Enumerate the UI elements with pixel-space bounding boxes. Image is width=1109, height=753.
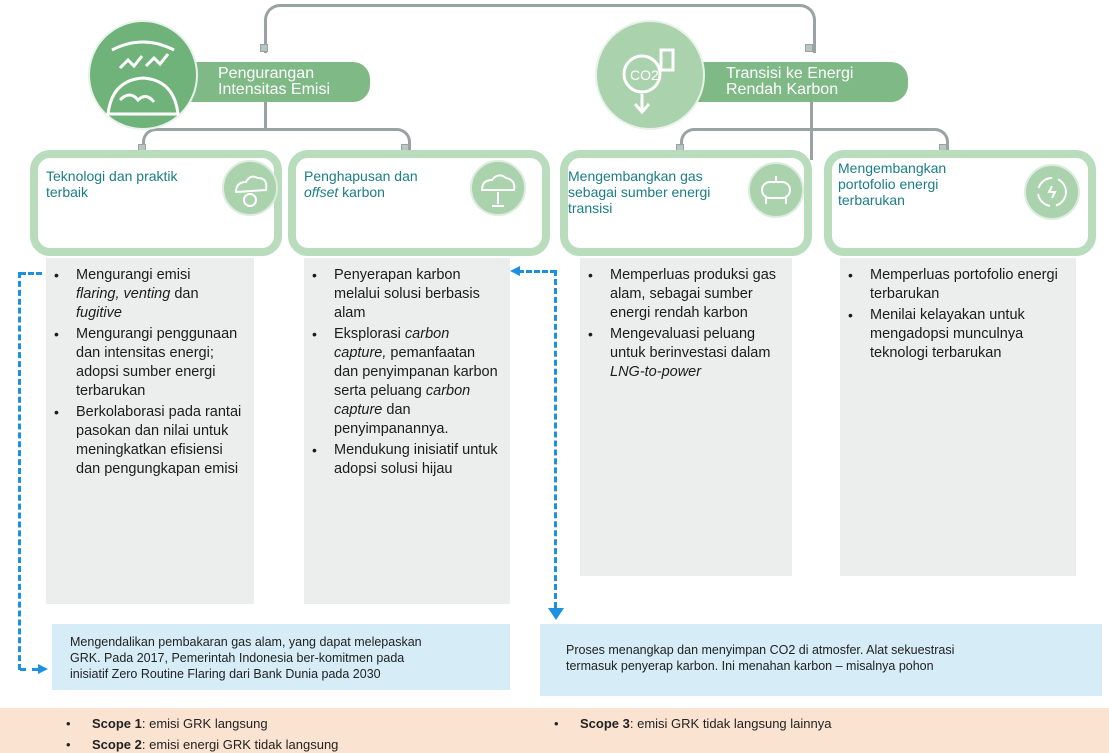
bullet-italic: carbon capture, [334, 326, 450, 361]
connector-left-branch [142, 128, 411, 155]
list-item: Memperluas produksi gas alam, sebagai su… [588, 266, 784, 323]
renewable-cycle-icon [1024, 164, 1080, 220]
arrow-down-icon [548, 608, 564, 620]
list-item: Eksplorasi carbon capture, pemanfaatan d… [312, 325, 502, 439]
card-title-line: offset karbon [304, 184, 418, 200]
header-title-line: Pengurangan [218, 65, 315, 82]
bullet-panel-2: Penyerapan karbon melalui solusi berbasi… [304, 258, 510, 604]
card-title-line: Mengembangkan gas [568, 168, 703, 184]
gas-tank-icon [748, 162, 804, 218]
scope-label: Scope 3 [580, 716, 630, 731]
connector-right-branch [680, 128, 949, 155]
bullet-glyph: • [66, 716, 71, 731]
bullet-glyph: • [554, 716, 559, 731]
card-title-line: Teknologi dan praktik [46, 168, 178, 184]
bullet-text: pemanfaatan dan penyimpanan karbon serta… [334, 345, 498, 399]
scope-label: Scope 2 [92, 737, 142, 752]
note-line: termasuk penyerap karbon. Ini menahan ka… [566, 659, 934, 673]
tree-cloud-icon [470, 160, 526, 216]
co2-cloud-icon [222, 160, 278, 216]
connector-dot [805, 44, 813, 52]
scope-3-item: • Scope 3: emisi GRK tidak langsung lainn… [554, 716, 832, 732]
list-item: Berkolaborasi pada rantai pasokan dan ni… [54, 403, 246, 479]
bullet-italic: flaring, venting [76, 286, 171, 302]
bullet-italic: carbon capture [334, 383, 471, 418]
card-title-rest: karbon [338, 184, 385, 200]
dashed-connector [18, 272, 21, 670]
note-line: inisiatif Zero Routine Flaring dari Bank… [70, 667, 381, 681]
card-title-line: Mengembangkan [838, 160, 947, 176]
emission-intensity-icon [88, 20, 198, 130]
scope-label: Scope 1 [92, 716, 142, 731]
card-title-line: sebagai sumber energi [568, 184, 711, 200]
scope-text: : emisi GRK langsung [141, 716, 268, 731]
card-title-italic: offset [304, 184, 339, 200]
card-title-line: terbarukan [838, 192, 905, 208]
connector-right-stem [810, 100, 813, 160]
card-title-line: transisi [568, 200, 613, 216]
connector-top [264, 4, 816, 53]
note-flaring: Mengendalikan pembakaran gas alam, yang … [52, 624, 510, 690]
list-item: Mengurangi emisi flaring, venting dan fugi… [54, 266, 246, 323]
arrow-left-icon [510, 266, 520, 276]
scope-text: : emisi GRK tidak langsung lainnya [629, 716, 832, 731]
bullet-italic: LNG-to-power [610, 364, 702, 380]
bullet-panel-1: Mengurangi emisi flaring, venting dan fugi… [46, 258, 254, 604]
bullet-text: Mengevaluasi peluang untuk berinvestasi … [610, 326, 771, 361]
card-title-line: terbaik [46, 184, 89, 200]
list-item: Mengevaluasi peluang untuk berinvestasi … [588, 325, 784, 382]
card-title: Penghapusan dan offset karbon [304, 168, 418, 200]
note-line: GRK. Pada 2017, Pemerintah Indonesia ber… [70, 651, 405, 665]
bullet-text: Mengurangi emisi [76, 267, 191, 283]
header-title-line: Intensitas Emisi [218, 81, 331, 98]
dashed-connector [554, 270, 557, 608]
note-line: Proses menangkap dan menyimpan CO2 di at… [566, 643, 955, 657]
co2-energy-icon: CO2 [595, 20, 705, 130]
header-title-line: Transisi ke Energi [726, 65, 854, 82]
bullet-panel-3: Memperluas produksi gas alam, sebagai su… [580, 258, 792, 576]
bullet-glyph: • [66, 737, 71, 752]
card-title-line: portofolio energi [838, 176, 939, 192]
list-item: Memperluas portofolio energi terbarukan [848, 266, 1068, 304]
bullet-text: dan [170, 286, 199, 302]
scope-1-item: • Scope 1: emisi GRK langsung [66, 716, 268, 732]
card-title: Teknologi dan praktik terbaik [46, 168, 178, 200]
scope-legend [0, 708, 1109, 753]
list-item: Penyerapan karbon melalui solusi berbasi… [312, 266, 502, 323]
card-title: Mengembangkan gas sebagai sumber energi … [568, 168, 710, 216]
dashed-connector [518, 270, 556, 273]
card-title: Mengembangkan portofolio energi terbaruk… [838, 160, 946, 208]
note-carbon-capture: Proses menangkap dan menyimpan CO2 di at… [540, 624, 1102, 696]
connector-left-stem [264, 100, 267, 128]
svg-text:CO2: CO2 [630, 67, 659, 83]
note-line: Mengendalikan pembakaran gas alam, yang … [70, 635, 422, 649]
bullet-panel-4: Memperluas portofolio energi terbarukan … [840, 258, 1076, 576]
bullet-text: Eksplorasi [334, 326, 405, 342]
arrow-right-icon [38, 664, 48, 674]
list-item: Mendukung inisiatif untuk adopsi solusi … [312, 441, 502, 479]
header-title-line: Rendah Karbon [726, 81, 839, 98]
list-item: Menilai kelayakan untuk mengadopsi muncu… [848, 306, 1068, 363]
bullet-italic: fugitive [76, 305, 122, 321]
scope-text: : emisi energi GRK tidak langsung [141, 737, 339, 752]
dashed-connector [20, 272, 42, 275]
dashed-connector [20, 668, 38, 671]
scope-2-item: • Scope 2: emisi energi GRK tidak langsun… [66, 737, 339, 753]
connector-dot [260, 44, 268, 52]
bullet-text: dan penyimpanannya. [334, 402, 449, 437]
list-item: Mengurangi penggunaan dan intensitas ene… [54, 325, 246, 401]
card-title-line: Penghapusan dan [304, 168, 418, 184]
